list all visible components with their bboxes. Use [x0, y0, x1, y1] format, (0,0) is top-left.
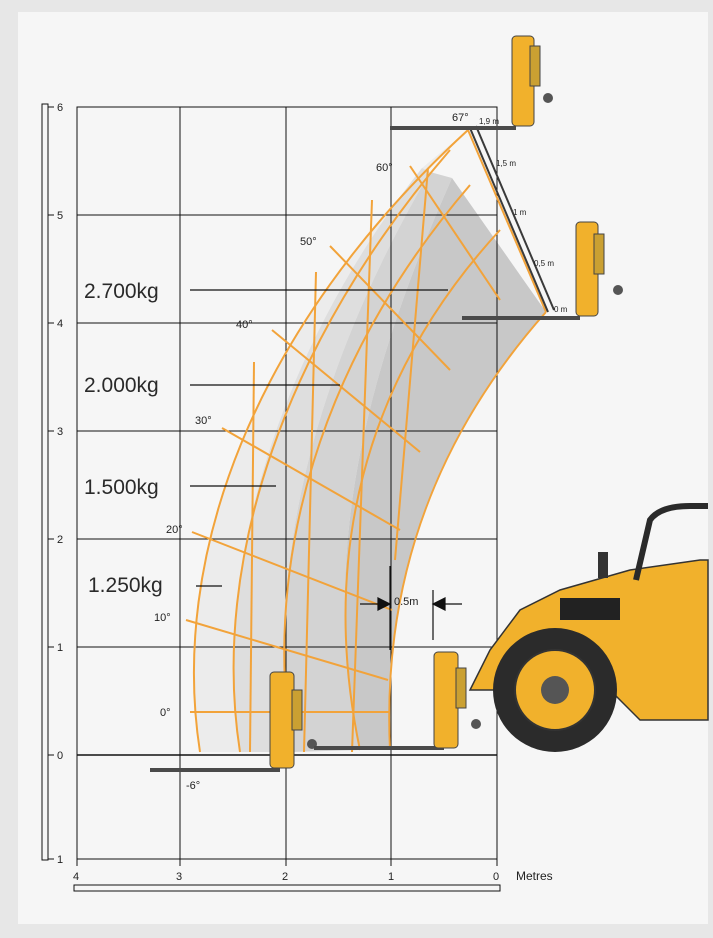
x-tick-3: 3 — [176, 871, 182, 883]
zone-leaders — [190, 289, 448, 587]
zone-label-1250kg: 1.250kg — [88, 574, 163, 597]
extension-label-0-5m: 0,5 m — [534, 259, 554, 268]
y-tick-4: 4 — [57, 318, 63, 330]
x-tick-4: 4 — [73, 871, 79, 883]
angle-label-minus6: -6° — [186, 780, 200, 792]
zone-label-2000kg: 2.000kg — [84, 374, 159, 397]
angle-label-67: 67° — [452, 112, 469, 124]
y-tick-minus1: 1 — [57, 854, 63, 866]
x-axis-unit-label: Metres — [516, 869, 553, 883]
mirror — [598, 552, 608, 578]
y-axis — [41, 103, 54, 861]
extension-label-0m: 0 m — [554, 305, 568, 314]
zone-label-1500kg: 1.500kg — [84, 476, 159, 499]
zone-label-2700kg: 2.700kg — [84, 280, 159, 303]
forks — [150, 35, 623, 772]
angle-label-20: 20° — [166, 524, 183, 536]
fork-low-right — [314, 651, 481, 750]
boom-rail — [469, 125, 555, 313]
forward-reach-measure — [360, 566, 462, 650]
cab-frame — [633, 503, 708, 581]
fork-mid — [462, 221, 623, 320]
envelope-vert-1 — [249, 361, 255, 753]
envelope-arc-4 — [344, 229, 501, 751]
grid — [76, 106, 498, 860]
fork-top — [390, 35, 553, 130]
extension-label-1-9m: 1,9 m — [479, 117, 499, 126]
envelope-outer-arc — [192, 129, 469, 753]
y-tick-0: 0 — [57, 750, 63, 762]
x-tick-2: 2 — [282, 871, 288, 883]
telehandler-machine — [468, 503, 709, 752]
grid-frame — [76, 106, 498, 860]
extension-label-1m: 1 m — [513, 208, 527, 217]
envelope-arc-5 — [388, 311, 547, 751]
extension-label-1-5m: 1,5 m — [496, 159, 516, 168]
envelope-vert-2 — [303, 271, 317, 753]
y-tick-6: 6 — [57, 102, 63, 114]
y-tick-3: 3 — [57, 426, 63, 438]
load-zones — [193, 130, 546, 752]
wheel-centre — [541, 676, 569, 704]
envelope-vert-4 — [394, 167, 429, 561]
envelope-radial-67 — [467, 129, 547, 313]
y-tick-5: 5 — [57, 210, 63, 222]
machine-logo-panel — [560, 598, 620, 620]
envelope-radial-60 — [409, 165, 501, 301]
y-tick-2: 2 — [57, 534, 63, 546]
x-tick-0: 0 — [493, 871, 499, 883]
load-zone-2000kg — [284, 172, 452, 752]
angle-label-0: 0° — [160, 707, 171, 719]
envelope-radial-40 — [271, 329, 421, 453]
angle-label-30: 30° — [195, 415, 212, 427]
angle-label-50: 50° — [300, 236, 317, 248]
envelope-arc-3 — [283, 184, 471, 753]
angle-label-10: 10° — [154, 612, 171, 624]
envelope-arc-2 — [232, 149, 451, 753]
envelope-vert-3 — [351, 199, 373, 753]
envelope-radial-50 — [329, 245, 451, 371]
x-tick-1: 1 — [388, 871, 394, 883]
y-tick-1: 1 — [57, 642, 63, 654]
angle-label-40: 40° — [236, 319, 253, 331]
lift-envelope — [185, 129, 547, 753]
forward-reach-label: 0.5m — [394, 596, 418, 608]
load-zone-1250kg — [193, 130, 468, 752]
angle-label-60: 60° — [376, 162, 393, 174]
load-zone-1500kg — [233, 168, 430, 752]
load-zone-2700kg — [344, 178, 546, 750]
fork-low-left — [150, 671, 317, 772]
x-axis — [73, 859, 501, 892]
envelope-radial-20 — [191, 531, 393, 611]
